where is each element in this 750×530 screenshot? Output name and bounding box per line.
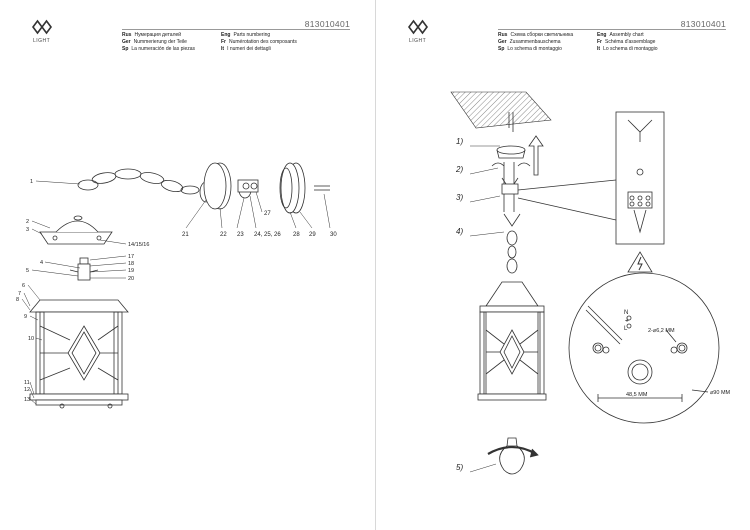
part-label-24-25-26: 24, 25, 26 xyxy=(254,232,281,238)
step-label-1: 1) xyxy=(456,137,463,146)
part-label-1: 1 xyxy=(30,179,33,185)
step-label-3: 3) xyxy=(456,193,463,202)
part-label-20: 20 xyxy=(128,276,134,282)
part-label-3: 3 xyxy=(26,227,29,233)
chain-drawing xyxy=(77,168,200,195)
part-label-14-15-16: 14/15/16 xyxy=(128,242,149,248)
part-label-10: 10 xyxy=(28,336,34,342)
terminal-label-n: N xyxy=(624,310,628,316)
part-label-17: 17 xyxy=(128,254,134,260)
document-number: 813010401 xyxy=(304,19,350,29)
part-label-5: 5 xyxy=(26,268,29,274)
part-label-29: 29 xyxy=(309,232,316,238)
part-label-30: 30 xyxy=(330,232,337,238)
step-label-4: 4) xyxy=(456,227,463,236)
exploded-parts-drawing: 1 2 3 4 5 6 7 8 9 10 11 12 13 14/15/16 1… xyxy=(16,162,337,409)
header-rule xyxy=(498,29,726,30)
ceiling-hatch xyxy=(450,91,552,129)
header-rule xyxy=(122,29,350,30)
part-label-19: 19 xyxy=(128,268,134,274)
dimension-diameter: ⌀90 MM xyxy=(710,390,731,396)
dimension-spacing: 48,5 MM xyxy=(626,392,648,398)
part-label-2: 2 xyxy=(26,219,29,225)
part-label-13: 13 xyxy=(24,397,30,403)
part-label-18: 18 xyxy=(128,261,134,267)
brand-logo-icon xyxy=(32,19,52,35)
part-label-8: 8 xyxy=(16,297,19,303)
assembly-drawing: 1) 2) 3) 4) 5) N ⏚ L 2-⌀6,2 MM 48,5 MM ⌀… xyxy=(450,91,731,475)
part-label-11: 11 xyxy=(24,380,30,386)
dimension-holes: 2-⌀6,2 MM xyxy=(648,328,675,334)
terminal-label-earth: ⏚ xyxy=(624,317,630,324)
document-number: 813010401 xyxy=(680,19,726,29)
step-label-2: 2) xyxy=(455,165,463,174)
part-label-27: 27 xyxy=(264,211,271,217)
part-label-21: 21 xyxy=(182,232,189,238)
part-label-4: 4 xyxy=(40,260,43,266)
brand-logo-text: LIGHT xyxy=(33,38,51,44)
brand-logo-text: LIGHT xyxy=(409,38,427,44)
step-label-5: 5) xyxy=(456,463,463,472)
part-label-6: 6 xyxy=(22,283,25,289)
part-label-9: 9 xyxy=(24,314,27,320)
part-label-7: 7 xyxy=(18,291,21,297)
part-label-28: 28 xyxy=(293,232,300,238)
part-label-22: 22 xyxy=(220,232,227,238)
part-label-12: 12 xyxy=(24,387,30,393)
terminal-label-l: L xyxy=(624,326,628,332)
brand-logo-icon xyxy=(408,19,428,35)
part-label-23: 23 xyxy=(237,232,244,238)
